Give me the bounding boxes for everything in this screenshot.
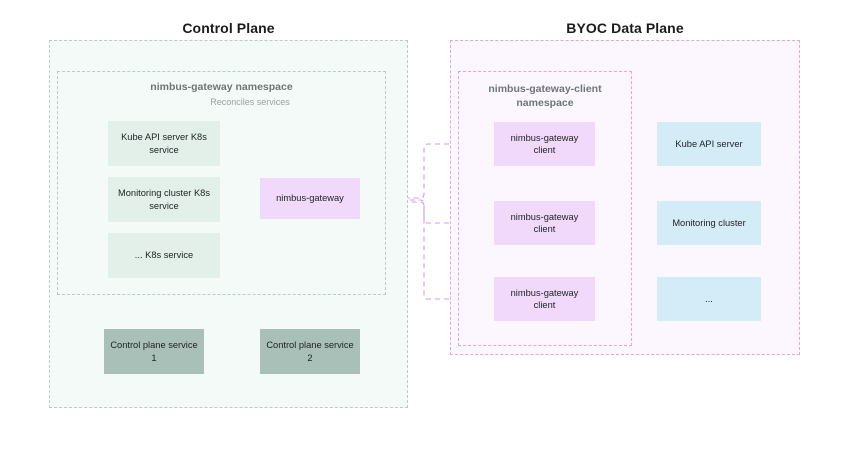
- node-other-target[interactable]: ...: [657, 277, 761, 321]
- byoc-namespace-zone: [458, 71, 632, 346]
- node-control-plane-service-2[interactable]: Control plane service 2: [260, 329, 360, 374]
- edge-label-reconciles-services: Reconciles services: [210, 97, 290, 107]
- cross-plane-connectors: [366, 143, 494, 300]
- node-monitoring-cluster-k8s-service[interactable]: Monitoring cluster K8s service: [108, 177, 220, 222]
- byoc-namespace-label: nimbus-gateway-client namespace: [488, 83, 602, 109]
- node-monitoring-cluster[interactable]: Monitoring cluster: [657, 201, 761, 245]
- control-plane-namespace-label: nimbus-gateway namespace: [150, 81, 293, 93]
- byoc-data-plane-title: BYOC Data Plane: [566, 20, 684, 36]
- node-other-k8s-service[interactable]: ... K8s service: [108, 233, 220, 278]
- node-kube-api-server-k8s-service[interactable]: Kube API server K8s service: [108, 121, 220, 166]
- node-nimbus-gateway-client-1[interactable]: nimbus-gateway client: [494, 122, 595, 166]
- node-kube-api-server[interactable]: Kube API server: [657, 122, 761, 166]
- node-nimbus-gateway[interactable]: nimbus-gateway: [260, 178, 360, 219]
- node-control-plane-service-1[interactable]: Control plane service 1: [104, 329, 204, 374]
- control-plane-title: Control Plane: [182, 20, 275, 36]
- node-nimbus-gateway-client-2[interactable]: nimbus-gateway client: [494, 201, 595, 245]
- control-plane-namespace-zone: [57, 71, 386, 295]
- node-nimbus-gateway-client-3[interactable]: nimbus-gateway client: [494, 277, 595, 321]
